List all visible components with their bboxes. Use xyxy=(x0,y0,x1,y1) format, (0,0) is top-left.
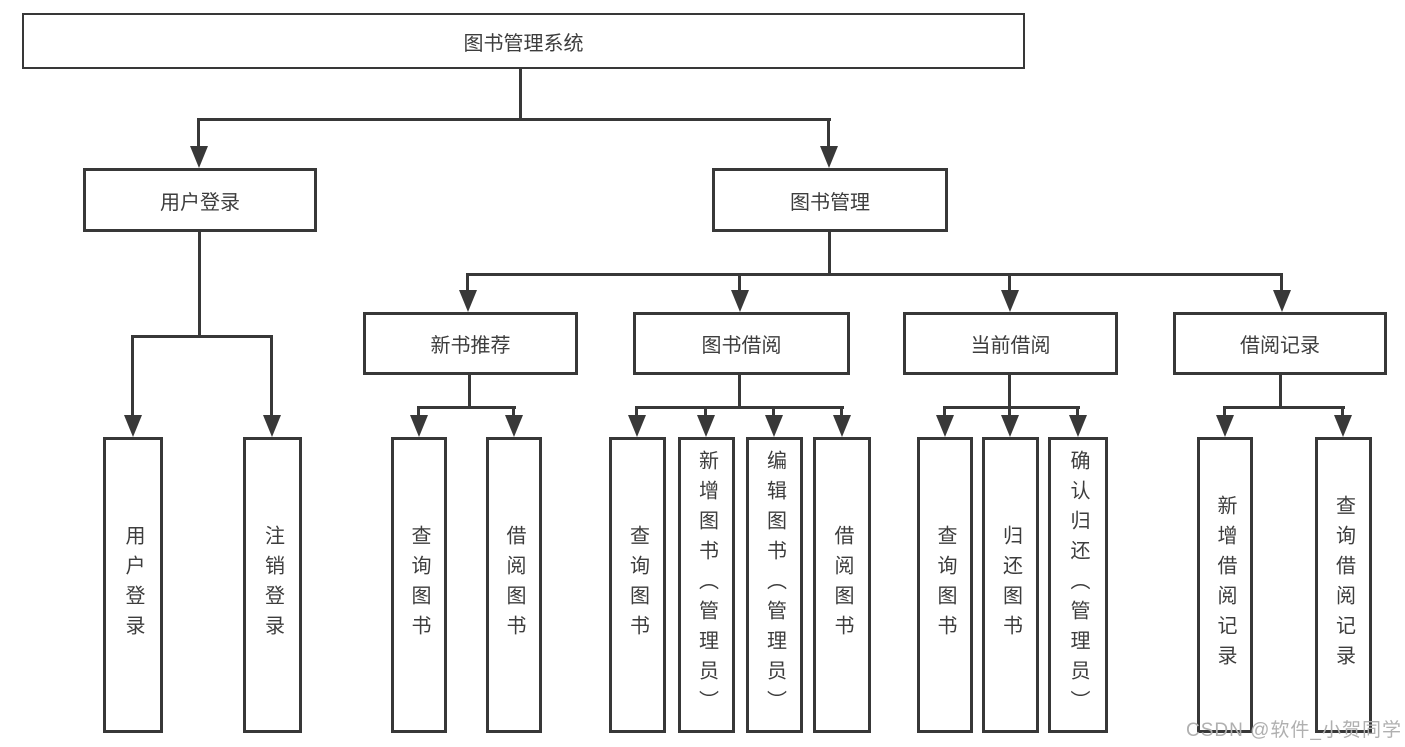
node-current-borrow-label: 当前借阅 xyxy=(970,335,1051,357)
connector-leaf-drop xyxy=(417,406,420,419)
leaf-query-borrow-record: 查询借阅记录 xyxy=(1315,437,1372,733)
node-book-borrow-label: 图书借阅 xyxy=(701,335,782,357)
connector-level2-bar xyxy=(466,273,1283,276)
arrow-down-icon xyxy=(1216,415,1234,437)
arrow-down-icon xyxy=(765,415,783,437)
node-new-book-rec-label: 新书推荐 xyxy=(430,335,511,357)
leaf-query-book-new-label: 查询图书 xyxy=(408,525,430,645)
connector-root-stem xyxy=(519,68,522,120)
connector-user-login-stem xyxy=(198,232,201,337)
connector-current-borrow-stem xyxy=(1008,375,1011,408)
connector-borrow-record-bar xyxy=(1223,406,1345,409)
connector-borrow-record-drop xyxy=(1280,273,1283,293)
leaf-borrow-book-borrow: 借阅图书 xyxy=(813,437,871,733)
arrow-down-icon xyxy=(505,415,523,437)
connector-book-mgmt-drop xyxy=(827,118,830,151)
connector-leaf-drop xyxy=(840,406,843,419)
leaf-query-book-current: 查询图书 xyxy=(917,437,973,733)
leaf-query-book-new: 查询图书 xyxy=(391,437,447,733)
connector-current-borrow-drop xyxy=(1008,273,1011,293)
leaf-add-book-label: 新增图书（管理员） xyxy=(695,450,718,720)
connector-user-login-bar xyxy=(131,335,273,338)
leaf-add-borrow-record: 新增借阅记录 xyxy=(1197,437,1253,733)
leaf-edit-book: 编辑图书（管理员） xyxy=(746,437,803,733)
connector-leaf-drop xyxy=(270,335,273,419)
leaf-edit-book-label: 编辑图书（管理员） xyxy=(763,450,786,720)
arrow-down-icon xyxy=(1273,290,1291,312)
leaf-user-login-label: 用户登录 xyxy=(122,525,144,645)
leaf-user-login: 用户登录 xyxy=(103,437,163,733)
leaf-logout-label: 注销登录 xyxy=(261,525,284,645)
node-borrow-record: 借阅记录 xyxy=(1173,312,1387,375)
leaf-borrow-book-new: 借阅图书 xyxy=(486,437,542,733)
connector-leaf-drop xyxy=(943,406,946,419)
leaf-add-borrow-record-label: 新增借阅记录 xyxy=(1214,495,1236,675)
connector-user-login-drop xyxy=(197,118,200,151)
node-book-mgmt-label: 图书管理 xyxy=(790,191,870,214)
connector-leaf-drop xyxy=(635,406,638,419)
arrow-down-icon xyxy=(833,415,851,437)
connector-new-book-stem xyxy=(468,375,471,408)
connector-leaf-drop xyxy=(1076,406,1079,419)
leaf-borrow-book-new-label: 借阅图书 xyxy=(503,525,525,645)
csdn-watermark: CSDN @软件_小贺同学 xyxy=(1186,720,1402,741)
node-borrow-record-label: 借阅记录 xyxy=(1240,335,1320,357)
connector-leaf-drop xyxy=(1341,406,1344,419)
node-new-book-rec: 新书推荐 xyxy=(363,312,578,375)
arrow-down-icon xyxy=(731,290,749,312)
connector-leaf-drop xyxy=(1008,406,1011,419)
connector-borrow-record-stem xyxy=(1279,375,1282,408)
arrow-down-icon xyxy=(820,146,838,168)
leaf-add-book: 新增图书（管理员） xyxy=(678,437,735,733)
leaf-logout: 注销登录 xyxy=(243,437,302,733)
arrow-down-icon xyxy=(124,415,142,437)
leaf-query-book-current-label: 查询图书 xyxy=(934,525,956,645)
arrow-down-icon xyxy=(936,415,954,437)
arrow-down-icon xyxy=(410,415,428,437)
node-book-mgmt: 图书管理 xyxy=(712,168,948,232)
node-current-borrow: 当前借阅 xyxy=(903,312,1118,375)
leaf-confirm-return-label: 确认归还（管理员） xyxy=(1067,450,1089,720)
node-user-login-label: 用户登录 xyxy=(160,191,240,214)
connector-leaf-drop xyxy=(1223,406,1226,419)
connector-leaf-drop xyxy=(512,406,515,419)
connector-book-mgmt-stem xyxy=(828,232,831,275)
leaf-query-book-borrow: 查询图书 xyxy=(609,437,666,733)
connector-new-book-bar xyxy=(417,406,516,409)
leaf-query-book-borrow-label: 查询图书 xyxy=(626,525,649,645)
connector-current-borrow-bar xyxy=(943,406,1080,409)
node-book-borrow: 图书借阅 xyxy=(633,312,850,375)
arrow-down-icon xyxy=(190,146,208,168)
connector-leaf-drop xyxy=(704,406,707,419)
connector-leaf-drop xyxy=(772,406,775,419)
leaf-return-book-label: 归还图书 xyxy=(999,525,1022,645)
connector-book-borrow-bar xyxy=(635,406,844,409)
arrow-down-icon xyxy=(697,415,715,437)
leaf-query-borrow-record-label: 查询借阅记录 xyxy=(1332,495,1355,675)
arrow-down-icon xyxy=(628,415,646,437)
node-user-login: 用户登录 xyxy=(83,168,317,232)
arrow-down-icon xyxy=(1069,415,1087,437)
connector-book-borrow-stem xyxy=(738,375,741,408)
arrow-down-icon xyxy=(263,415,281,437)
connector-book-borrow-drop xyxy=(738,273,741,293)
node-root: 图书管理系统 xyxy=(22,13,1025,69)
connector-new-book-drop xyxy=(466,273,469,293)
leaf-return-book: 归还图书 xyxy=(982,437,1039,733)
arrow-down-icon xyxy=(1001,290,1019,312)
connector-leaf-drop xyxy=(131,335,134,419)
arrow-down-icon xyxy=(1334,415,1352,437)
arrow-down-icon xyxy=(459,290,477,312)
node-root-label: 图书管理系统 xyxy=(463,32,584,55)
connector-level1-bar xyxy=(197,118,831,121)
leaf-confirm-return: 确认归还（管理员） xyxy=(1048,437,1108,733)
arrow-down-icon xyxy=(1001,415,1019,437)
leaf-borrow-book-borrow-label: 借阅图书 xyxy=(831,525,853,645)
